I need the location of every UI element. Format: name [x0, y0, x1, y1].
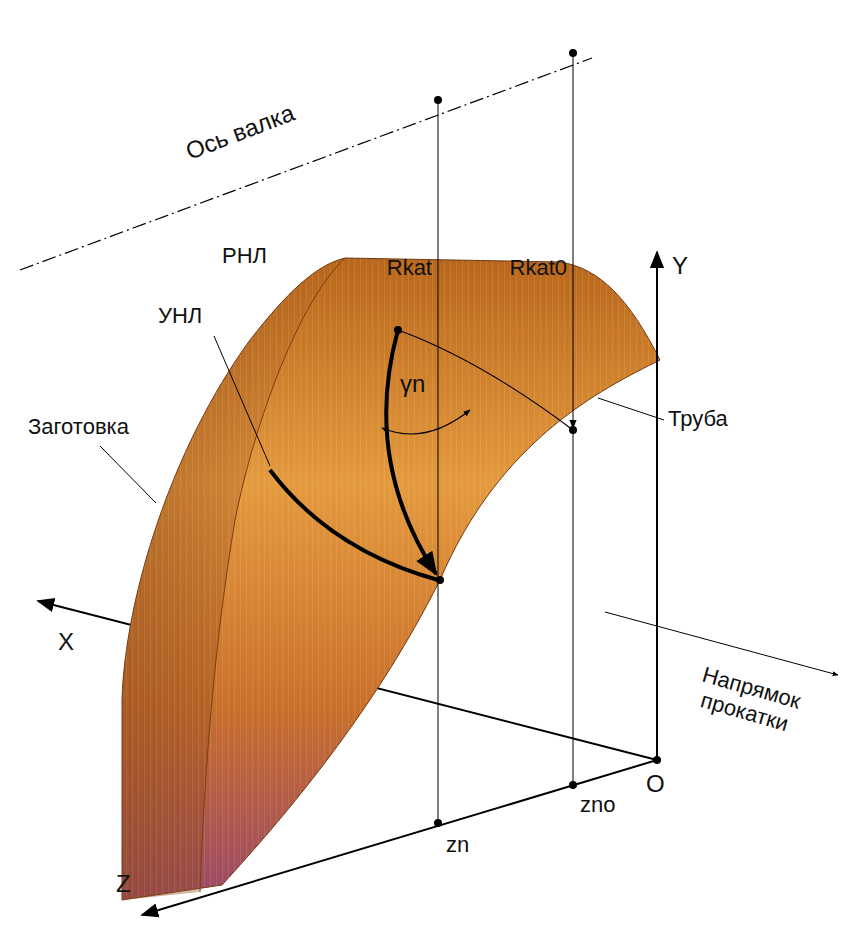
neutral-line: [386, 330, 436, 574]
radius-line: [573, 53, 574, 428]
seam: [200, 258, 345, 892]
origin-label: O: [646, 770, 665, 798]
axis-label: Ось валка: [182, 99, 298, 166]
leader-line: [598, 398, 664, 420]
angle-label: γn: [400, 370, 425, 398]
radius-label: Rkat: [387, 255, 432, 280]
radius-line: [573, 430, 574, 785]
leader-line: [100, 446, 156, 503]
line-label: УНЛ: [158, 303, 202, 328]
surface: [122, 258, 660, 900]
roll-axis: [20, 58, 592, 270]
coordinate-label: zno: [580, 792, 615, 817]
radius-line: [438, 100, 439, 823]
part-label: Заготовка: [28, 414, 129, 439]
section-arc: [398, 330, 573, 430]
coordinate-label: zn: [446, 832, 469, 857]
direction-label: Напрямок прокатки: [669, 655, 827, 745]
y-axis: [656, 252, 658, 760]
axis-name: Z: [116, 870, 131, 898]
neutral-line: [270, 470, 438, 580]
points: [394, 49, 661, 827]
part-label: Труба: [668, 406, 728, 431]
axis-name: X: [58, 628, 74, 656]
angle-arc: [382, 410, 470, 434]
axis-name: Y: [672, 252, 688, 280]
radius-label: Rkat0: [510, 255, 567, 280]
leader-line: [214, 336, 270, 466]
surface-mesh: [122, 258, 660, 900]
zone-label: РНЛ: [222, 243, 267, 268]
z-axis: [142, 760, 657, 915]
